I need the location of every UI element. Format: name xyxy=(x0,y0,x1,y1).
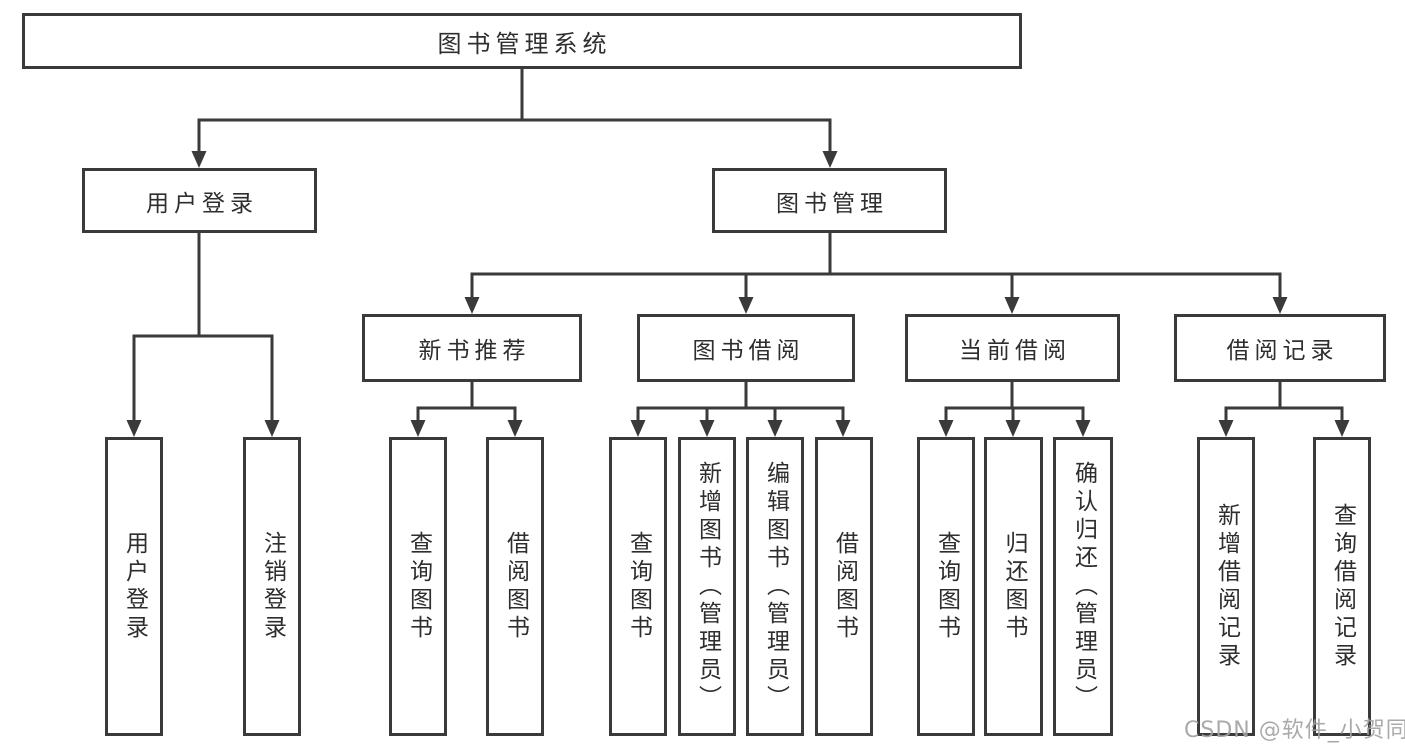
node-bb-borrow-books: 借阅图书 xyxy=(815,437,873,736)
node-cb-query-books: 查询图书 xyxy=(917,437,975,736)
node-leaf-logout-label: 注销登录 xyxy=(259,530,286,643)
node-book-management-label: 图书管理 xyxy=(776,190,888,217)
node-bb-edit-books-admin: 编辑图书（管理员） xyxy=(746,437,804,736)
node-cb-confirm-return-admin-label: 确认归还（管理员） xyxy=(1070,460,1097,713)
node-nbr-borrow-books: 借阅图书 xyxy=(486,437,544,736)
node-root-label: 图书管理系统 xyxy=(437,29,612,58)
node-current-borrowing-label: 当前借阅 xyxy=(959,338,1071,364)
node-leaf-logout: 注销登录 xyxy=(243,437,301,736)
node-borrow-records-label: 借阅记录 xyxy=(1226,338,1339,364)
node-root: 图书管理系统 xyxy=(22,13,1022,69)
node-book-management: 图书管理 xyxy=(712,168,947,233)
node-br-query-record: 查询借阅记录 xyxy=(1313,437,1371,736)
node-borrow-records: 借阅记录 xyxy=(1174,314,1386,382)
node-user-login-label: 用户登录 xyxy=(146,190,258,217)
node-user-login: 用户登录 xyxy=(82,168,317,233)
node-bb-add-books-admin: 新增图书（管理员） xyxy=(678,437,736,736)
node-cb-confirm-return-admin: 确认归还（管理员） xyxy=(1053,437,1113,736)
node-bb-query-books-label: 查询图书 xyxy=(625,530,652,643)
node-bb-add-books-admin-label: 新增图书（管理员） xyxy=(694,460,721,713)
node-bb-edit-books-admin-label: 编辑图书（管理员） xyxy=(762,460,789,713)
node-nbr-query-books-label: 查询图书 xyxy=(405,530,432,643)
node-bb-query-books: 查询图书 xyxy=(609,437,667,736)
node-br-add-record-label: 新增借阅记录 xyxy=(1213,502,1240,671)
node-leaf-user-login: 用户登录 xyxy=(105,437,163,736)
node-cb-return-books-label: 归还图书 xyxy=(1001,530,1027,643)
node-br-add-record: 新增借阅记录 xyxy=(1197,437,1255,736)
node-bb-borrow-books-label: 借阅图书 xyxy=(831,530,858,643)
node-new-book-recommend-label: 新书推荐 xyxy=(418,338,531,364)
node-new-book-recommend: 新书推荐 xyxy=(362,314,582,382)
node-book-borrowing-label: 图书借阅 xyxy=(692,338,805,364)
node-nbr-borrow-books-label: 借阅图书 xyxy=(502,530,529,643)
node-leaf-user-login-label: 用户登录 xyxy=(121,530,148,643)
csdn-watermark: CSDN @软件_小贺同学 xyxy=(1184,718,1405,743)
node-cb-return-books: 归还图书 xyxy=(984,437,1043,736)
node-cb-query-books-label: 查询图书 xyxy=(933,530,960,643)
node-current-borrowing: 当前借阅 xyxy=(905,314,1120,382)
node-br-query-record-label: 查询借阅记录 xyxy=(1329,502,1356,671)
node-nbr-query-books: 查询图书 xyxy=(389,437,447,736)
node-book-borrowing: 图书借阅 xyxy=(637,314,855,382)
